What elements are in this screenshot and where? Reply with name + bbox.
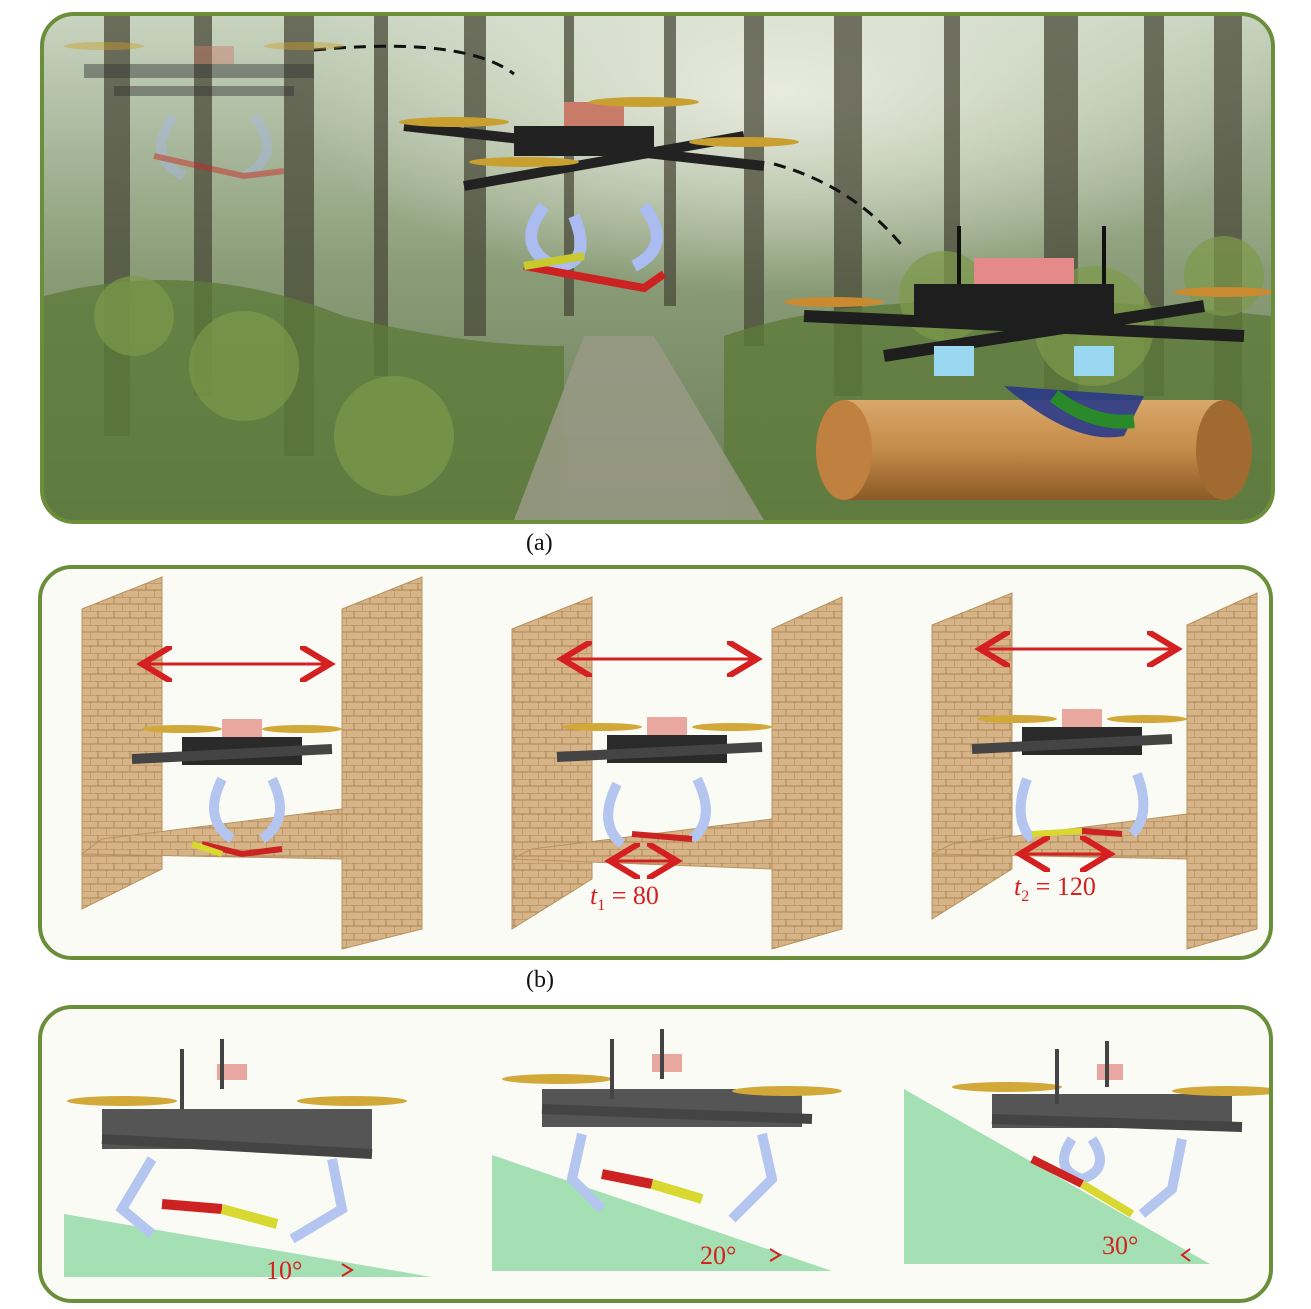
- angle-label-20: 20°: [700, 1241, 736, 1270]
- angle-label-10: 10°: [266, 1256, 302, 1285]
- panel-b-wall-gap: t1 = 80 t2 = 120: [38, 565, 1273, 960]
- drone-perched: [784, 226, 1271, 376]
- trajectory-line: [313, 44, 515, 76]
- scene-b1: [80, 576, 423, 950]
- scene-c1: 10°: [64, 1039, 432, 1285]
- slope-10: [64, 1214, 432, 1277]
- slope-20: [492, 1155, 832, 1271]
- forest-illustration: [44, 16, 1271, 520]
- panel-a-forest-scene: [40, 12, 1275, 524]
- forest-path: [514, 336, 764, 520]
- caption-a: (a): [526, 530, 553, 556]
- drone-mid: [399, 97, 799, 293]
- caption-b: (b): [526, 967, 554, 993]
- t2-label: t2 = 120: [1014, 872, 1096, 905]
- scene-c3: 30°: [904, 1041, 1269, 1264]
- scene-c2: 20°: [492, 1029, 842, 1271]
- panel-c-slope-landing: 10° 20°: [38, 1005, 1273, 1303]
- slope-30: [904, 1089, 1210, 1264]
- slope-illustration: 10° 20°: [64, 1029, 1269, 1285]
- drone-ghost: [64, 42, 344, 181]
- angle-label-30: 30°: [1102, 1231, 1138, 1260]
- scene-b3: [931, 592, 1258, 950]
- t1-label: t1 = 80: [590, 881, 659, 914]
- wall-gap-illustration: t1 = 80 t2 = 120: [80, 576, 1258, 950]
- scene-b2: [511, 596, 843, 950]
- wooden-log: [816, 400, 1252, 500]
